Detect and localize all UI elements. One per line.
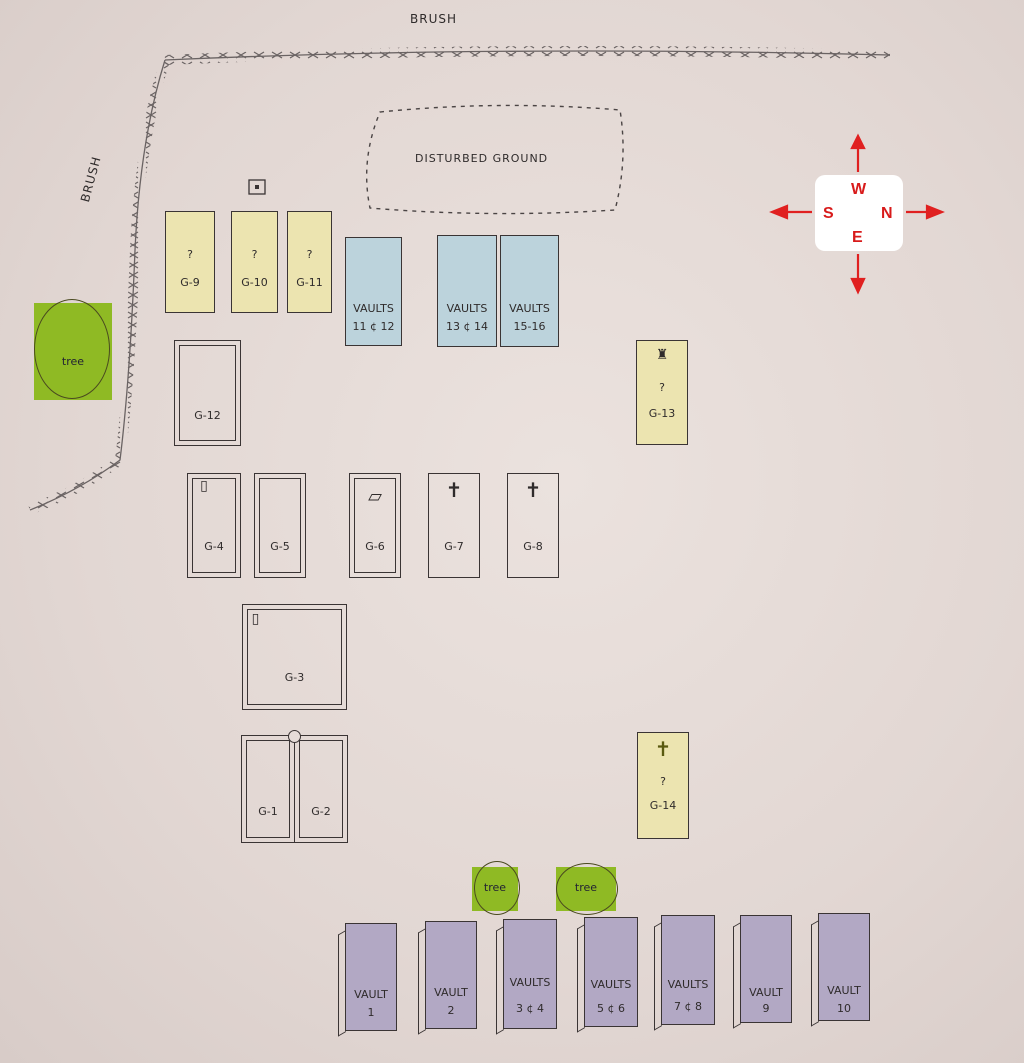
plot-g7: ✝ G-7 [428,473,480,578]
cross-icon: ✝ [524,478,542,502]
vault-2: VAULT 2 [418,921,477,1035]
plot-g1-g2: G-1 G-2 [241,730,348,843]
disturbed-ground-label: DISTURBED GROUND [415,152,549,165]
plot-g5: G-5 [254,473,306,578]
plot-g3: ▯ G-3 [242,604,347,710]
vaults-13-14: VAULTS 13 ¢ 14 [437,235,497,347]
plot-g9: ? G-9 [165,211,215,313]
tree-bottom-2-label: tree [574,881,598,894]
vaults-5-6: VAULTS 5 ¢ 6 [577,917,638,1033]
headstone-icon: ▯ [251,611,260,627]
compass-south: S [823,205,834,222]
vaults-3-4: VAULTS 3 ¢ 4 [496,919,557,1035]
plot-g2: G-2 [299,740,343,838]
vault-10: VAULT 10 [811,913,870,1027]
urn-icon: ♜ [655,347,669,363]
tree-bottom-1-label: tree [483,881,507,894]
plot-g11: ? G-11 [287,211,332,313]
compass-rose: W S N E [815,175,903,251]
compass-east: E [852,229,863,246]
vaults-7-8: VAULTS 7 ¢ 8 [654,915,715,1031]
plot-g1: G-1 [246,740,290,838]
cross-icon: ✝ [445,478,463,502]
plot-g10: ? G-10 [231,211,278,313]
plot-g14: ✝ ? G-14 [637,732,689,839]
tree-bottom-2: tree [556,863,618,915]
vaults-15-16: VAULTS 15-16 [500,235,559,347]
compass-north: N [881,205,893,222]
plot-g13: ♜ ? G-13 [636,340,688,445]
tree-left-label: tree [61,355,85,368]
brush-top-label: BRUSH [410,12,457,26]
vault-9: VAULT 9 [733,915,792,1029]
tree-bottom-1: tree [472,861,520,915]
plot-g12: G-12 [174,340,241,446]
plot-g8: ✝ G-8 [507,473,559,578]
plot-g6: ▱ G-6 [349,473,401,578]
compass-west: W [851,181,867,198]
tree-left: tree [34,299,112,400]
vaults-11-12: VAULTS 11 ¢ 12 [345,237,402,346]
headstone-icon: ▯ [200,478,208,494]
headstone-icon: ▱ [368,486,382,507]
cross-icon: ✝ [654,737,672,761]
vault-1: VAULT 1 [338,923,397,1037]
plot-g4: ▯ G-4 [187,473,241,578]
